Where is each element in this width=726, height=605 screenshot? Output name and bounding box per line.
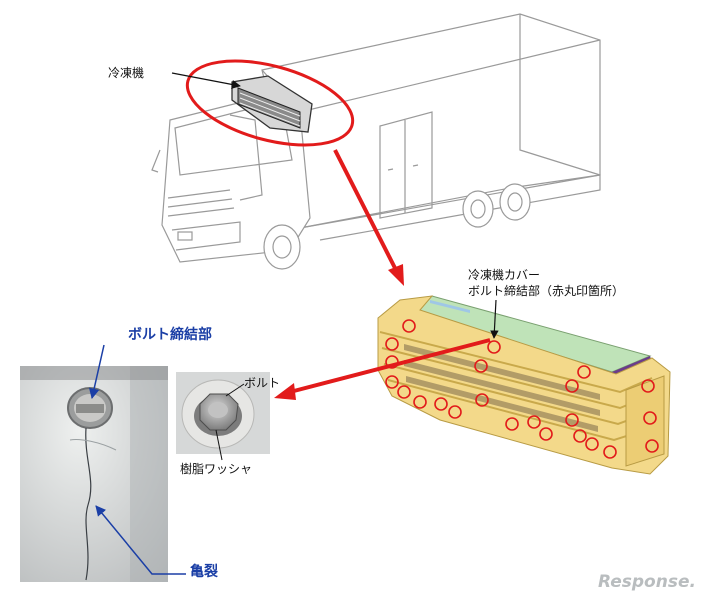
refrigerator-unit-label: 冷凍機 [108,66,145,80]
bolt-joint-label: ボルト締結部 [128,327,212,343]
cover-model [377,295,671,475]
resin-washer-label: 樹脂ワッシャ [180,462,253,476]
crack-pointer [95,505,186,575]
crack-photo [20,366,168,582]
zoom-arrow-left [274,338,491,400]
washer-label-pointer [215,429,223,461]
bolt-label-pointer [225,383,245,397]
crack-label: 亀裂 [190,564,218,580]
unit-pointer-arrow [171,72,241,89]
cover-bolt-label-line1: 冷凍機カバー [468,268,541,282]
bolt-photo [176,372,270,454]
bolt-position-markers [385,319,659,459]
bolt-joint-pointer [88,344,105,400]
refrigerator-unit-drawing [231,75,313,133]
cover-label-pointer [490,299,499,339]
zoom-arrow-down [333,149,404,286]
response-watermark: Response. [598,572,696,592]
bolt-label: ボルト [244,376,281,390]
unit-highlight-ellipse [185,59,355,147]
cover-bolt-label-line2: ボルト締結部（赤丸印箇所） [468,284,625,298]
